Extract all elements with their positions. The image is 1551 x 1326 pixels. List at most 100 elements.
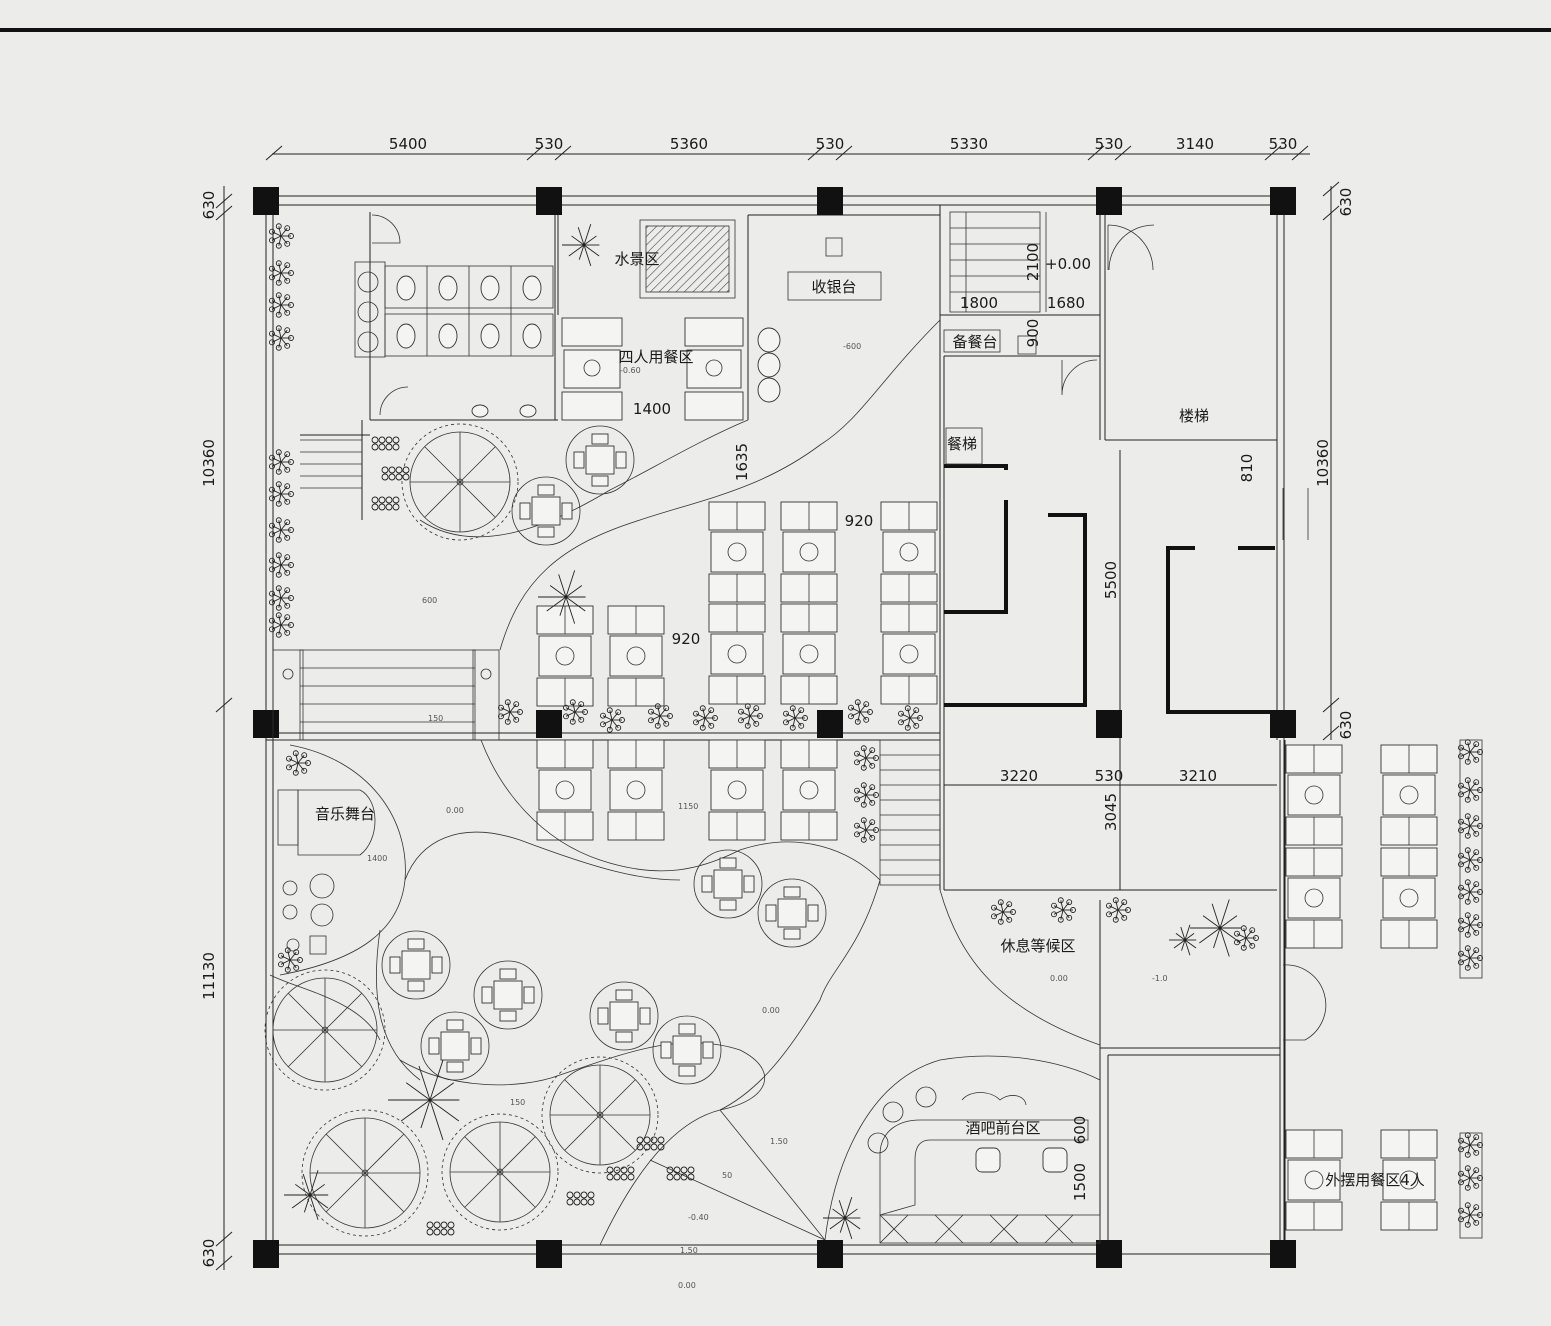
booth-unit (536, 605, 594, 707)
label-service-counter: 备餐台 (952, 333, 997, 351)
label-four-dining: 四人用餐区 (618, 348, 693, 366)
entrance-stairs (949, 211, 1047, 313)
label-water-feature: 水景区 (614, 250, 659, 268)
dim-left-low: 11130 (200, 952, 218, 1000)
label-stairs: 楼梯 (1179, 407, 1209, 425)
dining-set (589, 981, 659, 1051)
dim-3045: 3045 (1102, 793, 1120, 831)
plant (648, 703, 673, 729)
plant (269, 449, 294, 475)
plant (1458, 1132, 1483, 1158)
booth-unit (880, 603, 938, 705)
plant (854, 782, 879, 808)
booth-unit (536, 739, 594, 841)
label-bar-front: 酒吧前台区 (965, 1119, 1040, 1137)
plant (898, 705, 923, 731)
booth-unit (880, 501, 938, 603)
plant (991, 899, 1016, 925)
dining-set (473, 960, 543, 1030)
dim-1680: 1680 (1047, 294, 1085, 312)
dim-920-b: 920 (672, 630, 701, 648)
dim-top-8: 530 (1269, 135, 1298, 153)
dim-left-bottom: 630 (200, 1239, 218, 1268)
dim-900: 900 (1024, 319, 1042, 348)
doors (1061, 224, 1327, 1041)
dim-top-4: 530 (816, 135, 845, 153)
bar-stools (757, 327, 781, 403)
west-steps (272, 439, 500, 741)
plant (1458, 813, 1483, 839)
booth-grid (536, 501, 938, 841)
dining-sets (381, 425, 827, 1085)
umbrella (301, 1109, 429, 1237)
shrub-cluster (636, 1136, 665, 1151)
plant (269, 481, 294, 507)
dining-set (693, 849, 763, 919)
label-music-stage: 音乐舞台 (315, 805, 375, 823)
plants (269, 223, 1483, 1240)
tree (284, 1170, 329, 1220)
shrub-cluster (606, 1166, 635, 1181)
umbrella (264, 969, 386, 1091)
booth-unit (708, 501, 766, 603)
elev-12: -0.40 (688, 1213, 709, 1222)
tree (1169, 924, 1197, 956)
label-rest-area: 休息等候区 (1000, 937, 1075, 955)
label-cashier: 收银台 (811, 278, 856, 296)
plant (783, 705, 808, 731)
middle-stairs (879, 739, 941, 886)
booth-unit (708, 603, 766, 705)
dim-2100: 2100 (1024, 243, 1042, 281)
elev-15: 1150 (678, 802, 698, 811)
plant (738, 703, 763, 729)
elev-14: 0.00 (678, 1281, 696, 1290)
dining-set (652, 1015, 722, 1085)
interior-partitions (300, 205, 1286, 1254)
elevation-marks: -600 -0.60 600 150 0.00 1400 0.00 150 1.… (367, 342, 1168, 1290)
plant (1458, 777, 1483, 803)
tree (823, 1196, 861, 1240)
dim-810: 810 (1238, 454, 1256, 483)
elev-10: 50 (722, 1171, 732, 1180)
plant (854, 745, 879, 771)
elev-6: 1400 (367, 854, 387, 863)
booths-upper (561, 317, 744, 421)
plant (1234, 925, 1259, 951)
elev-16: -1.0 (1152, 974, 1168, 983)
plant (269, 517, 294, 543)
plant (269, 585, 294, 611)
plant (1458, 847, 1483, 873)
elev-5: 0.00 (446, 806, 464, 815)
elev-1: -600 (843, 342, 861, 351)
plant (1458, 945, 1483, 971)
umbrella (401, 423, 519, 541)
bar-counter (867, 1086, 1101, 1244)
dim-3210: 3210 (1179, 767, 1217, 785)
umbrella (541, 1056, 659, 1174)
booth-unit (1285, 1129, 1343, 1231)
dim-1400: 1400 (633, 400, 671, 418)
dim-1635: 1635 (733, 443, 751, 481)
plant (563, 699, 588, 725)
plant (1458, 739, 1483, 765)
booth-unit (780, 603, 838, 705)
dim-left-mid: 10360 (200, 439, 218, 487)
elev-13: 1.50 (680, 1246, 698, 1255)
outdoor-booths (1285, 739, 1483, 1239)
floor-curves (269, 319, 1101, 1246)
plant (1051, 897, 1076, 923)
dining-set (757, 878, 827, 948)
booth-unit (780, 739, 838, 841)
dining-set (565, 425, 635, 495)
umbrella-tables (264, 423, 659, 1237)
planter-strip (1459, 1132, 1483, 1239)
dim-right-top: 630 (1337, 188, 1355, 217)
plant (600, 707, 625, 733)
left-dimension-chain: 630 10360 11130 630 (200, 186, 233, 1271)
dining-set (511, 476, 581, 546)
elev-4: 150 (428, 714, 443, 723)
booth-unit (1380, 1129, 1438, 1231)
plant (269, 292, 294, 318)
dining-set (420, 1011, 490, 1081)
